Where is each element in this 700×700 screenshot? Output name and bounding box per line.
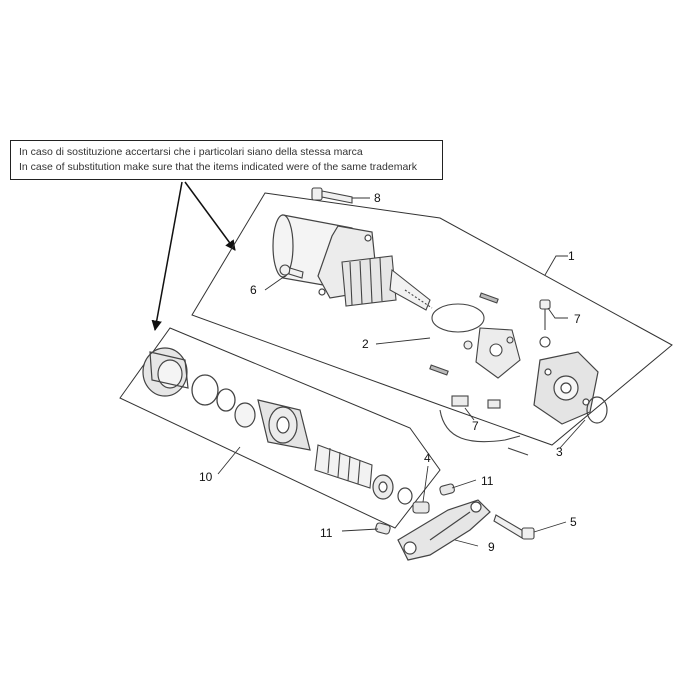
callout-10: 10: [199, 470, 213, 484]
brush-holder: [429, 292, 521, 379]
note-arrows: [151, 181, 236, 332]
o-rings-drive: [191, 374, 236, 412]
bushing-4: [412, 501, 430, 514]
callout-9: 9: [488, 540, 495, 554]
bolt-8: [311, 187, 353, 204]
screw-6: [279, 264, 304, 279]
note-line-english: In case of substitution make sure that t…: [19, 161, 418, 173]
bolt-5: [493, 514, 535, 540]
bracket-9: [397, 499, 491, 561]
callout-11-upper: 11: [481, 474, 494, 488]
terminal-lead: [439, 395, 529, 456]
end-cover: [533, 351, 608, 425]
callout-2: 2: [362, 337, 369, 351]
leader-lines: [217, 197, 586, 547]
arrow-to-starter: [184, 181, 236, 251]
drive-group-frame: [119, 327, 441, 529]
callout-7-lead: 7: [472, 419, 479, 433]
callout-8: 8: [374, 191, 381, 205]
callout-11-lower: 11: [320, 526, 333, 540]
pinion-gear: [142, 347, 189, 397]
note-line-italian: In caso di sostituzione accertarsi che i…: [19, 146, 363, 158]
substitution-note-box: In caso di sostituzione accertarsi che i…: [10, 140, 443, 180]
arrow-to-drive: [151, 181, 183, 332]
callout-7-top: 7: [574, 312, 581, 326]
screw-7-top: [539, 299, 551, 348]
callout-6: 6: [250, 283, 257, 297]
drive-clutch: [234, 399, 311, 451]
drive-washers: [372, 474, 413, 505]
callout-4: 4: [424, 451, 431, 465]
armature: [341, 255, 433, 311]
callout-3: 3: [556, 445, 563, 459]
pin-11-upper: [439, 483, 455, 496]
callout-5: 5: [570, 515, 577, 529]
pin-11-lower: [375, 522, 391, 535]
drive-spring: [314, 444, 373, 489]
starter-motor-housing: [272, 214, 379, 299]
callout-1: 1: [568, 249, 575, 263]
starter-group-frame: [191, 192, 673, 446]
